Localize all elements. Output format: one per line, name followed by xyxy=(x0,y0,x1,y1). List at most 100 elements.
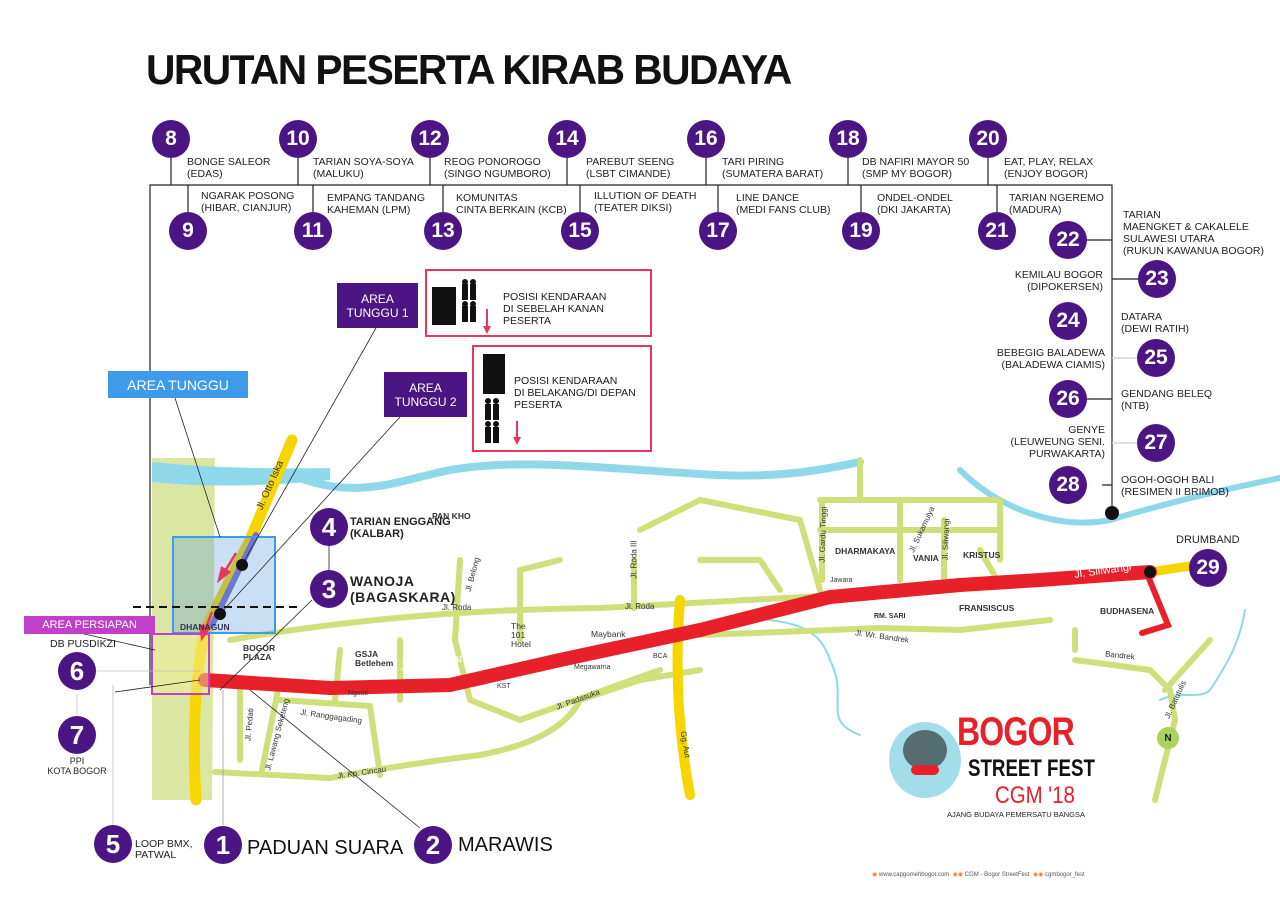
participant-5-badge: 5 xyxy=(94,825,132,863)
footer-ig[interactable]: cgmbogor_fest xyxy=(1044,872,1085,878)
place-pan-kho: PAN KHO xyxy=(432,511,471,521)
participant-26-badge: 26 xyxy=(1049,380,1087,418)
participant-11-label: EMPANG TANDANG KAHEMAN (LPM) xyxy=(327,192,426,216)
participant-27-badge: 27 xyxy=(1137,424,1175,462)
participant-7-badge: 7 xyxy=(58,716,96,754)
participant-21-badge: 21 xyxy=(978,212,1016,250)
participant-15-label: ILLUTION OF DEATH (TEATER DIKSI) xyxy=(594,190,697,214)
participant-21-label: TARIAN NGEREMO (MADURA) xyxy=(1009,192,1104,216)
route-points xyxy=(214,506,1156,620)
participant-19-badge: 19 xyxy=(842,212,880,250)
legend-vehicle-side-text: POSISI KENDARAAN DI SEBELAH KANAN PESERT… xyxy=(503,291,607,327)
lion-dance-icon xyxy=(889,722,961,798)
participant-24-label: DATARA (DEWI RATIH) xyxy=(1121,311,1190,335)
participant-4-badge: 4 xyxy=(310,508,348,546)
place-bogor-plaza: BOGOR PLAZA xyxy=(243,643,276,662)
place-fransiscus: FRANSISCUS xyxy=(959,603,1015,613)
place-rm-sari: RM. SARI xyxy=(874,613,906,620)
participant-1-badge: 1 xyxy=(204,826,242,864)
participant-12-label: REOG PONOROGO (SINGO NGUMBORO) xyxy=(444,156,551,180)
participant-26-label: GENDANG BELEQ (NTB) xyxy=(1121,388,1213,412)
place-dhanagun: DHANAGUN xyxy=(180,622,230,632)
participant-2-label: MARAWIS xyxy=(458,834,553,856)
participant-22-badge: 22 xyxy=(1049,221,1087,259)
street-roda: Jl. Roda xyxy=(442,603,472,612)
footer-fb[interactable]: CGM - Bogor StreetFest xyxy=(964,872,1030,878)
place-maybank: Maybank xyxy=(591,629,626,639)
participant-13-label: KOMUNITAS CINTA BERKAIN (KCB) xyxy=(456,192,567,216)
area-tunggu-1-label: AREA TUNGGU 1 xyxy=(337,283,418,328)
footer-web[interactable]: www.capgomehbogor.com xyxy=(878,872,950,878)
participant-17-badge: 17 xyxy=(699,212,737,250)
compass-north-icon: N xyxy=(1157,727,1179,749)
participant-27-label: GENYE (LEUWEUNG SENI. PURWAKARTA) xyxy=(1010,424,1105,460)
participant-14-label: PAREBUT SEENG (LSBT CIMANDE) xyxy=(586,156,675,180)
participant-19-label: ONDEL-ONDEL (DKI JAKARTA) xyxy=(877,192,953,216)
logo-line-1: BOGOR xyxy=(957,710,1075,754)
participant-25-badge: 25 xyxy=(1137,339,1175,377)
timeline-lines xyxy=(149,158,1138,685)
facebook-icon: ◉◉ xyxy=(952,872,964,878)
participant-6-label: DB PUSDIKZI xyxy=(50,638,116,650)
direction-arrows xyxy=(199,552,238,642)
participant-25-label: BEBEGIG BALADEWA (BALADEWA CIAMIS) xyxy=(996,347,1105,371)
logo-line-2: STREET FEST xyxy=(968,755,1095,782)
area-tunggu-box xyxy=(172,536,276,634)
page-title: URUTAN PESERTA KIRAB BUDAYA xyxy=(146,46,792,93)
participant-20-badge: 20 xyxy=(969,120,1007,158)
participant-11-badge: 11 xyxy=(294,212,332,250)
place-bca: BCA xyxy=(653,653,668,660)
participant-9-label: NGARAK POSONG (HIBAR, CIANJUR) xyxy=(201,190,295,214)
participant-16-badge: 16 xyxy=(687,120,725,158)
participant-5-label: LOOP BMX, PATWAL xyxy=(135,838,193,861)
participant-6-badge: 6 xyxy=(58,652,96,690)
web-icon: ◉ xyxy=(872,872,878,878)
participant-12-badge: 12 xyxy=(411,120,449,158)
footer-social: ◉ www.capgomehbogor.com ◉◉ CGM - Bogor S… xyxy=(872,871,1085,878)
participant-8-badge: 8 xyxy=(152,120,190,158)
place-101-hotel: The 101 Hotel xyxy=(511,621,531,649)
participant-18-label: DB NAFIRI MAYOR 50 (SMP MY BOGOR) xyxy=(862,156,970,180)
place-ngesti: Ngesti xyxy=(348,690,368,697)
participant-20-label: EAT, PLAY, RELAX (ENJOY BOGOR) xyxy=(1004,156,1094,180)
participant-8-label: BONGE SALEOR (EDAS) xyxy=(187,156,271,180)
street-siliwangi-2: Jl. Siliwangi xyxy=(940,518,952,561)
logo-line-3: CGM '18 xyxy=(995,782,1075,809)
participant-28-label: OGOH-OGOH BALI (RESIMEN II BRIMOB) xyxy=(1121,474,1229,498)
place-megawarna: Megawarna xyxy=(574,664,611,671)
legend-vehicle-front-back: POSISI KENDARAAN DI BELAKANG/DI DEPAN PE… xyxy=(472,345,652,452)
vehicle-beside-people-icon xyxy=(432,279,491,334)
participant-23-label: KEMILAU BOGOR (DIPOKERSEN) xyxy=(1014,269,1103,293)
participant-29-badge: 29 xyxy=(1189,549,1227,587)
logo-tagline: AJANG BUDAYA PEMERSATU BANGSA xyxy=(947,810,1085,819)
leader-lines xyxy=(76,327,421,829)
street-roda-3: Jl. Roda III xyxy=(629,540,639,579)
area-tunggu-2-label: AREA TUNGGU 2 xyxy=(384,372,467,417)
participant-3-label: WANOJA (BAGASKARA) xyxy=(350,573,456,605)
participant-29-label: DRUMBAND xyxy=(1176,534,1240,546)
participant-1-label: PADUAN SUARA xyxy=(247,837,404,859)
participant-24-badge: 24 xyxy=(1049,302,1087,340)
participant-10-label: TARIAN SOYA-SOYA (MALUKU) xyxy=(313,156,414,180)
place-dharmakaya: DHARMAKAYA xyxy=(835,546,896,556)
participant-3-badge: 3 xyxy=(310,570,348,608)
participant-22-label: TARIAN MAENGKET & CAKALELE SULAWESI UTAR… xyxy=(1123,209,1264,257)
place-jawara: Jawara xyxy=(830,577,853,584)
place-kristus: KRISTUS xyxy=(963,550,1001,560)
place-gsja: GSJA Betlehem xyxy=(355,649,394,668)
participant-18-badge: 18 xyxy=(829,120,867,158)
participant-14-badge: 14 xyxy=(548,120,586,158)
participant-10-badge: 10 xyxy=(279,120,317,158)
participant-13-badge: 13 xyxy=(424,212,462,250)
vehicle-ahead-of-people-icon xyxy=(483,354,521,445)
area-persiapan-box xyxy=(151,633,210,695)
legend-vehicle-front-back-text: POSISI KENDARAAN DI BELAKANG/DI DEPAN PE… xyxy=(514,375,636,411)
participant-17-label: LINE DANCE (MEDI FANS CLUB) xyxy=(736,192,831,216)
participant-9-badge: 9 xyxy=(169,212,207,250)
area-persiapan-label: AREA PERSIAPAN xyxy=(24,616,155,634)
instagram-icon: ◉◉ xyxy=(1032,872,1044,878)
legend-vehicle-side: POSISI KENDARAAN DI SEBELAH KANAN PESERT… xyxy=(425,269,652,337)
main-route xyxy=(188,434,1195,806)
place-budhasena: BUDHASENA xyxy=(1100,606,1155,616)
participant-15-badge: 15 xyxy=(561,212,599,250)
